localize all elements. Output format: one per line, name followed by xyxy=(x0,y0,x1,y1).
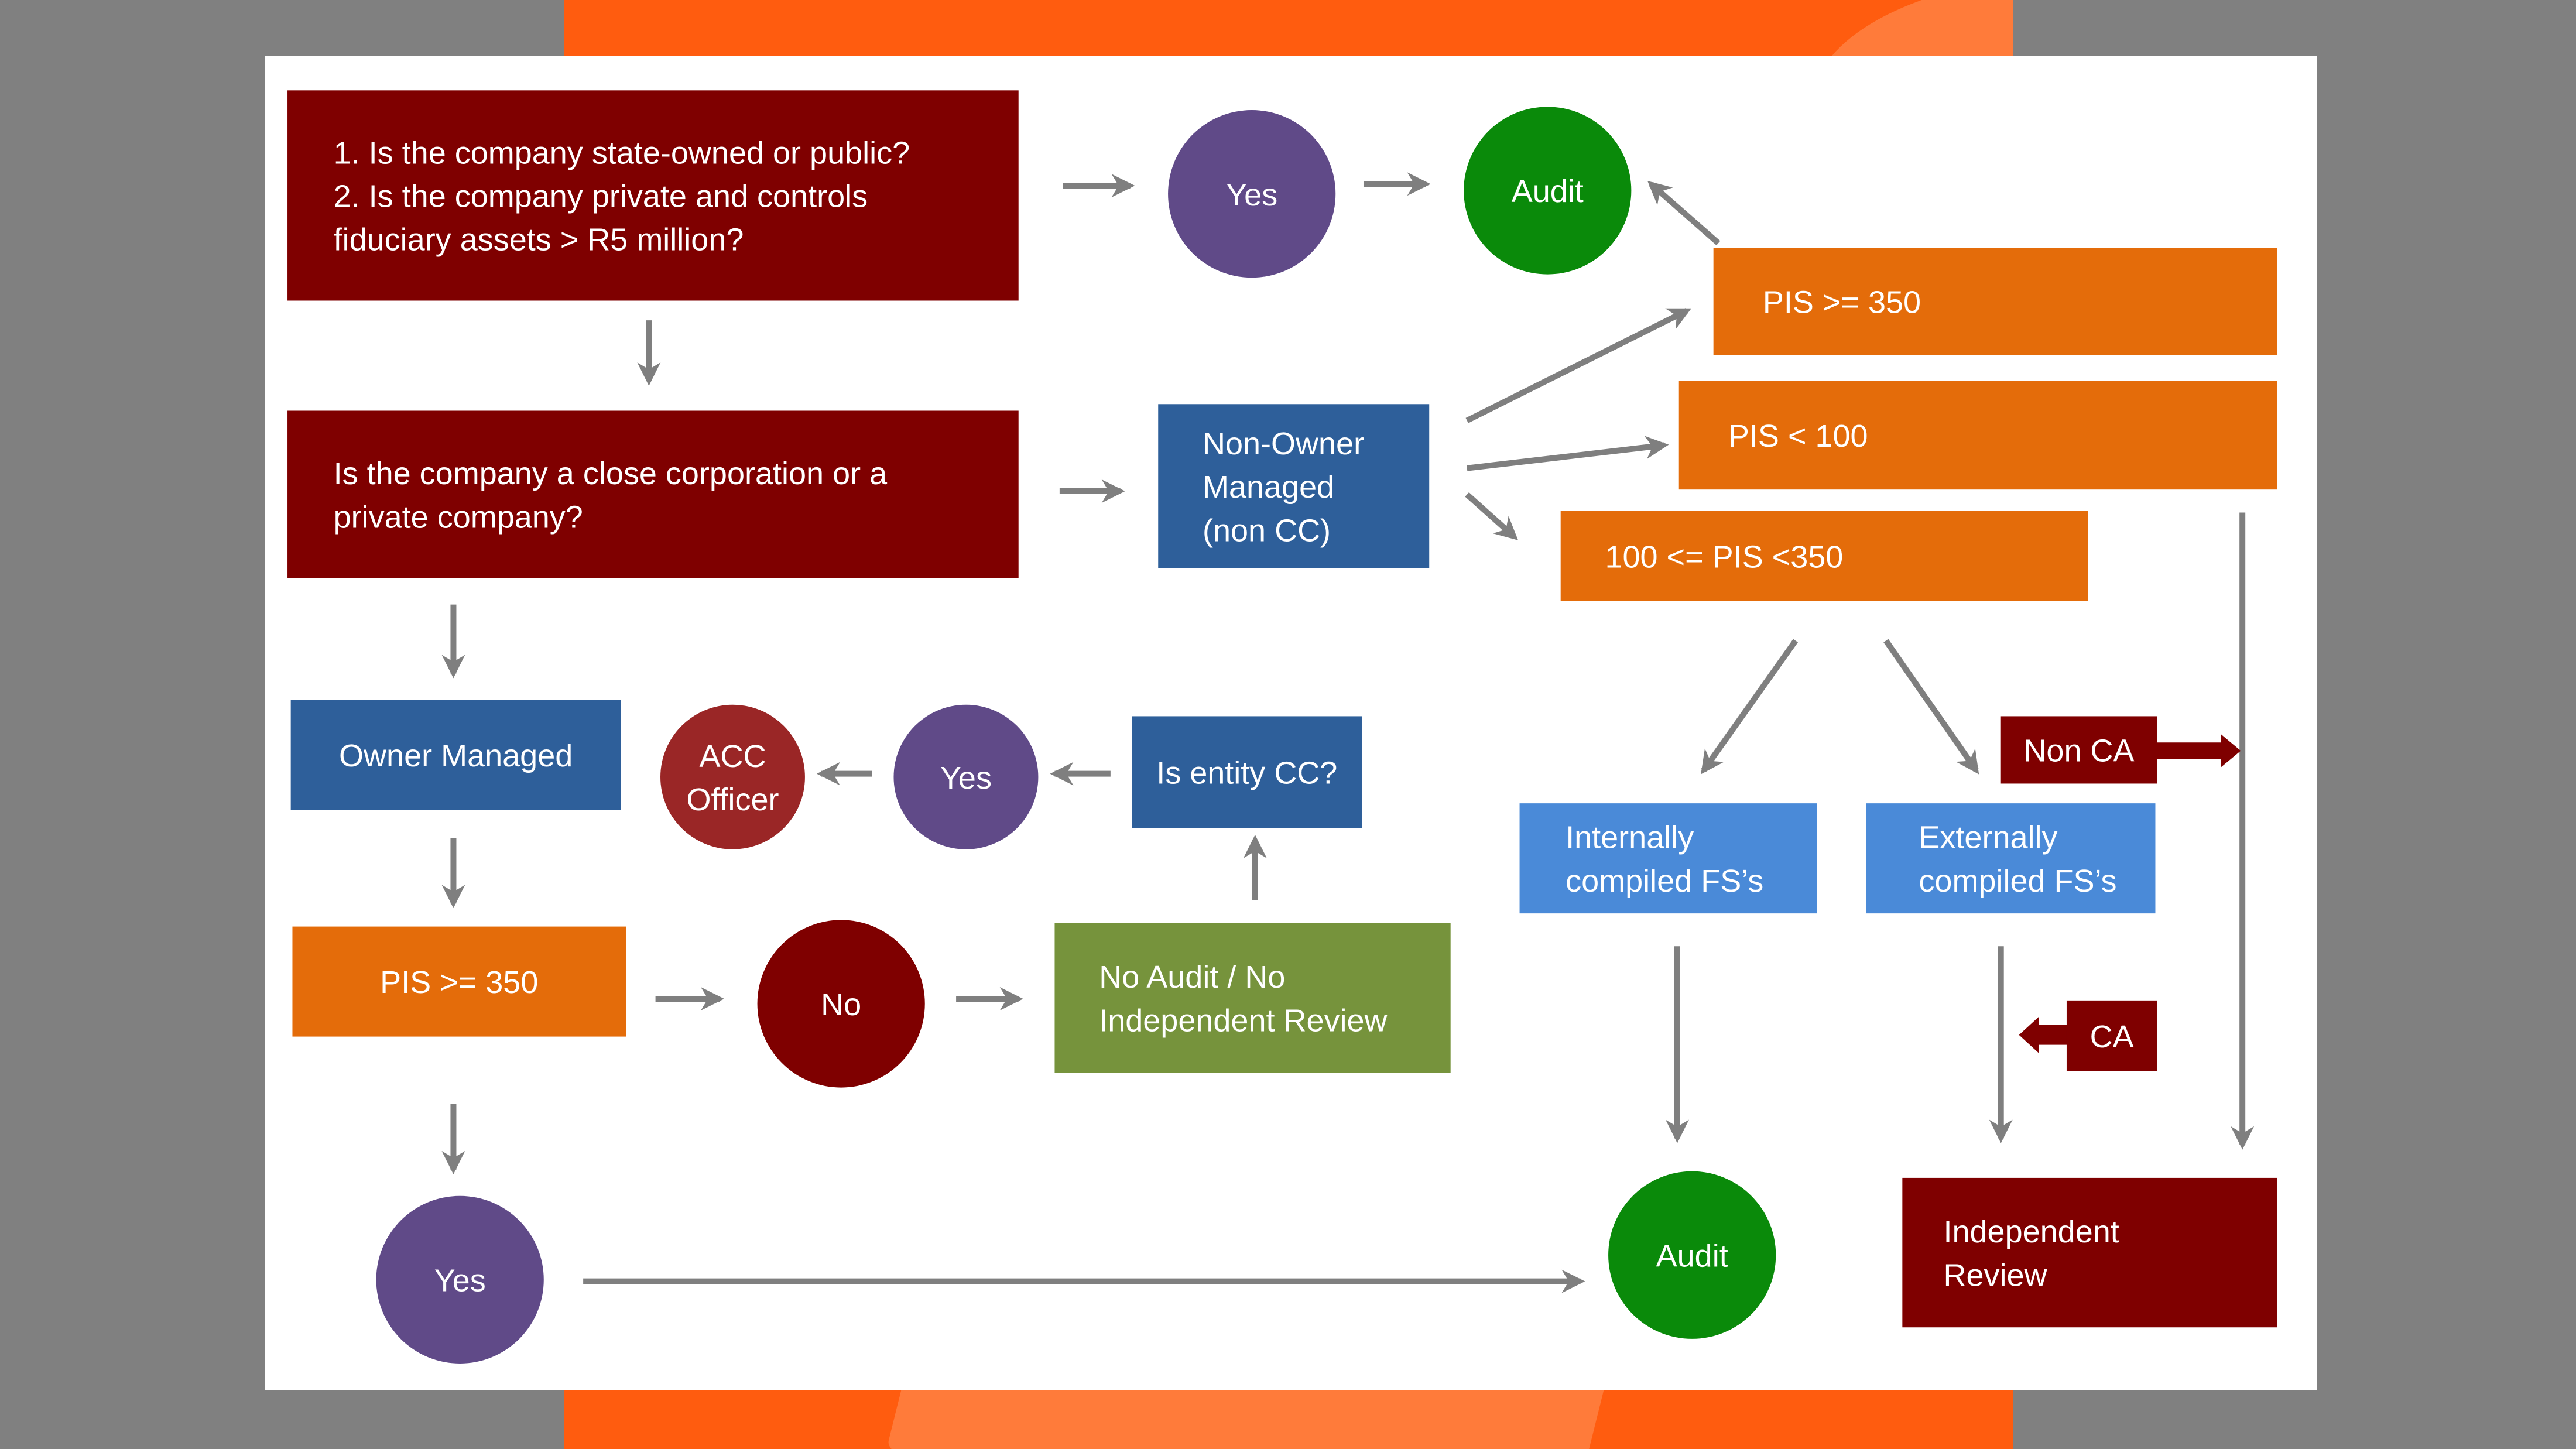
node-label: compiled FS’s xyxy=(1919,864,2116,899)
node-label: Externally xyxy=(1919,820,2057,855)
node-shape xyxy=(1713,248,2277,355)
node-label: compiled FS’s xyxy=(1566,864,1763,899)
node-shape xyxy=(1519,803,1817,914)
node-label: 2. Is the company private and controls xyxy=(334,179,868,214)
node-shape xyxy=(1168,110,1336,278)
node-shape xyxy=(376,1195,544,1364)
node-label: Yes xyxy=(1226,177,1277,213)
node-label: Is entity CC? xyxy=(1156,755,1337,790)
node-internally: Internally compiled FS’s xyxy=(1519,803,1817,914)
node-pis-ge-350-right: PIS >= 350 xyxy=(1713,248,2277,355)
node-label: Independent Review xyxy=(1099,1003,1388,1038)
node-shape xyxy=(1464,107,1632,275)
node-yes-top: Yes xyxy=(1168,110,1336,278)
node-yes-mid: Yes xyxy=(893,704,1039,849)
node-shape xyxy=(1158,404,1430,568)
node-shape xyxy=(1608,1171,1776,1339)
node-shape xyxy=(290,700,621,810)
node-label: Is the company a close corporation or a xyxy=(334,456,888,491)
node-label: Yes xyxy=(434,1263,486,1299)
node-label: Managed xyxy=(1203,470,1334,505)
node-label: CA xyxy=(2090,1019,2134,1054)
node-shape xyxy=(2066,1000,2157,1071)
arrow-connector xyxy=(1467,436,1669,471)
bottom-orange-band xyxy=(564,1382,2013,1449)
node-label: Officer xyxy=(686,782,779,817)
node-shape xyxy=(2000,716,2157,784)
node-audit-bottom: Audit xyxy=(1608,1171,1776,1339)
node-ca: CA xyxy=(2066,1000,2157,1071)
node-label: PIS < 100 xyxy=(1728,419,1868,454)
node-label: Non-Owner xyxy=(1203,426,1364,461)
node-label: No Audit / No xyxy=(1099,960,1285,995)
decorative-swoosh xyxy=(1794,0,2013,64)
node-audit-top: Audit xyxy=(1464,107,1632,275)
node-no-audit: No Audit / No Independent Review xyxy=(1054,923,1451,1073)
node-externally: Externally compiled FS’s xyxy=(1866,803,2156,914)
node-label: private company? xyxy=(334,499,583,535)
node-label: PIS >= 350 xyxy=(380,965,538,1000)
node-label: 100 <= PIS <350 xyxy=(1605,539,1843,574)
node-label: Audit xyxy=(1656,1238,1728,1273)
node-shape xyxy=(1132,716,1362,828)
node-q1: 1. Is the company state-owned or public?… xyxy=(287,90,1019,301)
node-shape xyxy=(757,920,925,1088)
arrow-connector xyxy=(1465,307,1691,423)
flowchart-diagram: 1. Is the company state-owned or public?… xyxy=(287,90,2277,1364)
decorative-swoosh xyxy=(877,1382,1609,1449)
node-shape xyxy=(287,90,1019,301)
node-yes-bottom: Yes xyxy=(376,1195,544,1364)
node-label: 1. Is the company state-owned or public? xyxy=(334,135,910,170)
node-shape xyxy=(1560,511,2088,601)
node-label: No xyxy=(821,987,861,1022)
node-shape xyxy=(1054,923,1451,1073)
node-label: Audit xyxy=(1512,174,1584,209)
node-shape xyxy=(292,926,626,1037)
node-acc-officer: ACC Officer xyxy=(660,704,805,849)
node-shape xyxy=(893,704,1039,849)
node-shape xyxy=(1866,803,2156,914)
node-label: ACC xyxy=(699,739,766,774)
node-no: No xyxy=(757,920,925,1088)
flowchart-panel: 1. Is the company state-owned or public?… xyxy=(265,56,2317,1390)
node-label: Review xyxy=(1943,1258,2047,1293)
node-label: Independent xyxy=(1943,1214,2119,1249)
node-pis-mid: 100 <= PIS <350 xyxy=(1560,511,2088,601)
ca-block-arrow xyxy=(2019,1016,2068,1053)
node-label: (non CC) xyxy=(1203,513,1331,548)
top-orange-band xyxy=(564,0,2013,64)
node-shape xyxy=(1678,381,2277,490)
node-shape xyxy=(287,410,1019,578)
node-label: PIS >= 350 xyxy=(1763,285,1921,320)
node-owner-managed: Owner Managed xyxy=(290,700,621,810)
node-label: Yes xyxy=(940,761,992,796)
node-label: Internally xyxy=(1566,820,1694,855)
node-label: fiduciary assets > R5 million? xyxy=(334,222,744,258)
node-pis-ge-350-left: PIS >= 350 xyxy=(292,926,626,1037)
arrow-connector xyxy=(1465,492,1519,540)
node-shape xyxy=(1902,1177,2277,1328)
node-pis-lt-100: PIS < 100 xyxy=(1678,381,2277,490)
arrow-connector xyxy=(1883,639,1979,775)
node-is-entity-cc: Is entity CC? xyxy=(1132,716,1362,828)
node-shape xyxy=(660,704,805,849)
node-non-ca: Non CA xyxy=(2000,716,2157,784)
arrow-connector xyxy=(1701,639,1799,775)
node-q2: Is the company a close corporation or a p… xyxy=(287,410,1019,578)
arrow-connector xyxy=(1647,180,1721,246)
node-label: Non CA xyxy=(2023,734,2134,769)
non-ca-block-arrow xyxy=(2155,734,2241,768)
node-label: Owner Managed xyxy=(339,738,573,773)
